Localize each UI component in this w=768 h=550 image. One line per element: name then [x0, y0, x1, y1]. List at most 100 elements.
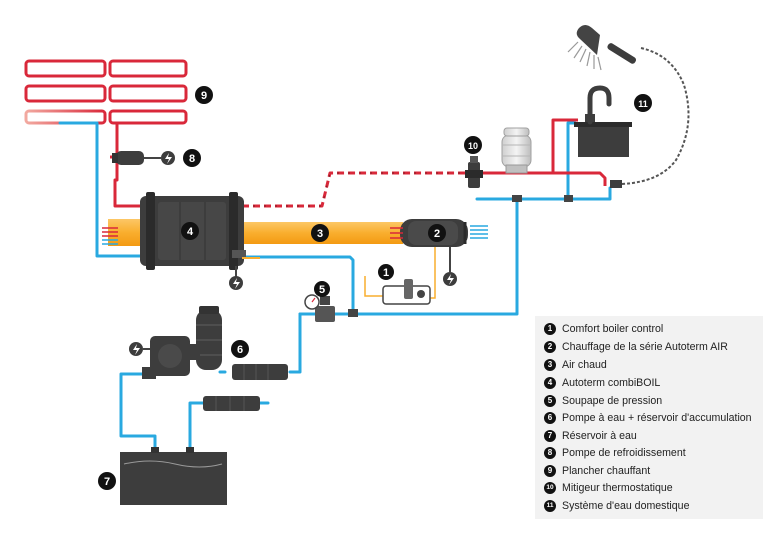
floor-loop — [108, 109, 188, 125]
legend-item: 5 Soupape de pression — [544, 393, 662, 409]
sink — [574, 122, 632, 157]
legend-number: 7 — [544, 430, 556, 442]
floor-loop — [108, 59, 188, 78]
air-heater-fins — [390, 225, 488, 239]
legend-number: 6 — [544, 412, 556, 424]
comfort-boiler-control — [382, 279, 431, 305]
legend-number: 3 — [544, 359, 556, 371]
floor-loop — [24, 109, 107, 125]
legend-item: 7 Réservoir à eau — [544, 428, 637, 444]
legend-number: 8 — [544, 447, 556, 459]
pipe-tee — [348, 309, 358, 317]
badge-6: 6 — [231, 340, 249, 358]
badge-11: 11 — [634, 94, 652, 112]
badge-9: 9 — [195, 86, 213, 104]
legend-number: 9 — [544, 465, 556, 477]
faucet-base — [585, 114, 595, 122]
cold-pipe-relief — [298, 196, 519, 316]
legend-item: 1 Comfort boiler control — [544, 321, 663, 337]
cold-pipe-filter — [188, 401, 205, 455]
boiler-control-line — [364, 276, 383, 297]
svg-text:1: 1 — [383, 267, 389, 279]
shower-hose — [621, 47, 690, 185]
svg-text:8: 8 — [189, 153, 195, 165]
hot-pipe-sink — [551, 118, 578, 173]
power-plug-icon — [133, 344, 140, 355]
water-filter-lower — [203, 396, 260, 411]
hot-pipe-mixer-to-sink — [478, 171, 607, 186]
legend-number: 4 — [544, 377, 556, 389]
expansion-tank — [501, 127, 532, 174]
cold-pipe-floor-return — [58, 121, 142, 258]
badge-1: 1 — [378, 264, 394, 280]
cold-pipe-pump-in — [119, 372, 157, 455]
power-plug-icon — [165, 153, 172, 164]
legend-item: 4 Autoterm combiBOIL — [544, 375, 660, 391]
badge-2: 2 — [428, 224, 446, 242]
legend-label: Air chaud — [562, 359, 607, 371]
legend-item: 3 Air chaud — [544, 357, 607, 373]
shower-connector — [610, 180, 622, 188]
badge-5: 5 — [314, 281, 330, 297]
badge-8: 8 — [183, 149, 201, 167]
cold-pipe-sink — [566, 121, 577, 201]
legend-item: 11 Système d'eau domestique — [544, 498, 689, 514]
water-tank — [120, 447, 227, 505]
svg-text:4: 4 — [187, 226, 194, 238]
legend-label: Pompe à eau + réservoir d'accumulation — [562, 412, 752, 424]
legend-label: Autoterm combiBOIL — [562, 377, 661, 389]
legend-label: Système d'eau domestique — [562, 500, 690, 512]
badge-10: 10 — [464, 136, 482, 154]
cold-pipe-pump-line — [288, 312, 302, 374]
legend-item: 8 Pompe de refroidissement — [544, 445, 686, 461]
faucet-icon — [587, 85, 612, 125]
svg-text:5: 5 — [319, 284, 325, 296]
legend-number: 11 — [544, 500, 556, 512]
legend-label: Chauffage de la série Autoterm AIR — [562, 341, 728, 353]
hot-pipe-dashed-core — [242, 172, 470, 207]
floor-loop — [24, 59, 107, 78]
svg-text:10: 10 — [468, 141, 478, 151]
water-pump-accumulator — [142, 306, 222, 379]
hot-pipe-dashed — [242, 171, 470, 208]
thermostatic-mixer — [465, 156, 483, 188]
legend-label: Réservoir à eau — [562, 430, 637, 442]
boiler-heat-fins — [102, 227, 118, 245]
legend-item: 2 Chauffage de la série Autoterm AIR — [544, 339, 728, 355]
svg-text:3: 3 — [317, 228, 323, 240]
shower-head-icon — [567, 25, 637, 71]
water-filter-upper — [232, 364, 288, 380]
svg-text:7: 7 — [104, 476, 110, 488]
legend-number: 2 — [544, 341, 556, 353]
legend: 1 Comfort boiler control 2 Chauffage de … — [535, 316, 763, 519]
floor-loop — [24, 84, 107, 103]
svg-text:6: 6 — [237, 344, 243, 356]
legend-label: Plancher chauffant — [562, 465, 651, 477]
power-plug-icon — [233, 278, 240, 289]
legend-label: Mitigeur thermostatique — [562, 482, 673, 494]
svg-text:9: 9 — [201, 90, 207, 102]
floor-loop — [108, 84, 188, 103]
power-plug-icon — [447, 274, 454, 285]
legend-number: 5 — [544, 395, 556, 407]
legend-label: Soupape de pression — [562, 395, 663, 407]
cold-pipe-boiler-out — [240, 255, 355, 316]
floor-heating-loops — [24, 59, 188, 125]
pressure-valve — [304, 294, 335, 322]
cooling-pump — [112, 151, 161, 165]
legend-item: 9 Plancher chauffant — [544, 463, 650, 479]
pipe-tee — [564, 195, 573, 202]
badge-7: 7 — [98, 472, 116, 490]
svg-text:2: 2 — [434, 228, 440, 240]
pipe-tee — [512, 195, 522, 202]
legend-number: 1 — [544, 323, 556, 335]
svg-text:11: 11 — [638, 99, 648, 109]
legend-item: 10 Mitigeur thermostatique — [544, 480, 673, 496]
legend-number: 10 — [544, 482, 556, 494]
legend-item: 6 Pompe à eau + réservoir d'accumulation — [544, 410, 752, 426]
cold-pipe-supply-main — [475, 186, 612, 201]
badge-3: 3 — [311, 224, 329, 242]
badge-4: 4 — [181, 222, 199, 240]
